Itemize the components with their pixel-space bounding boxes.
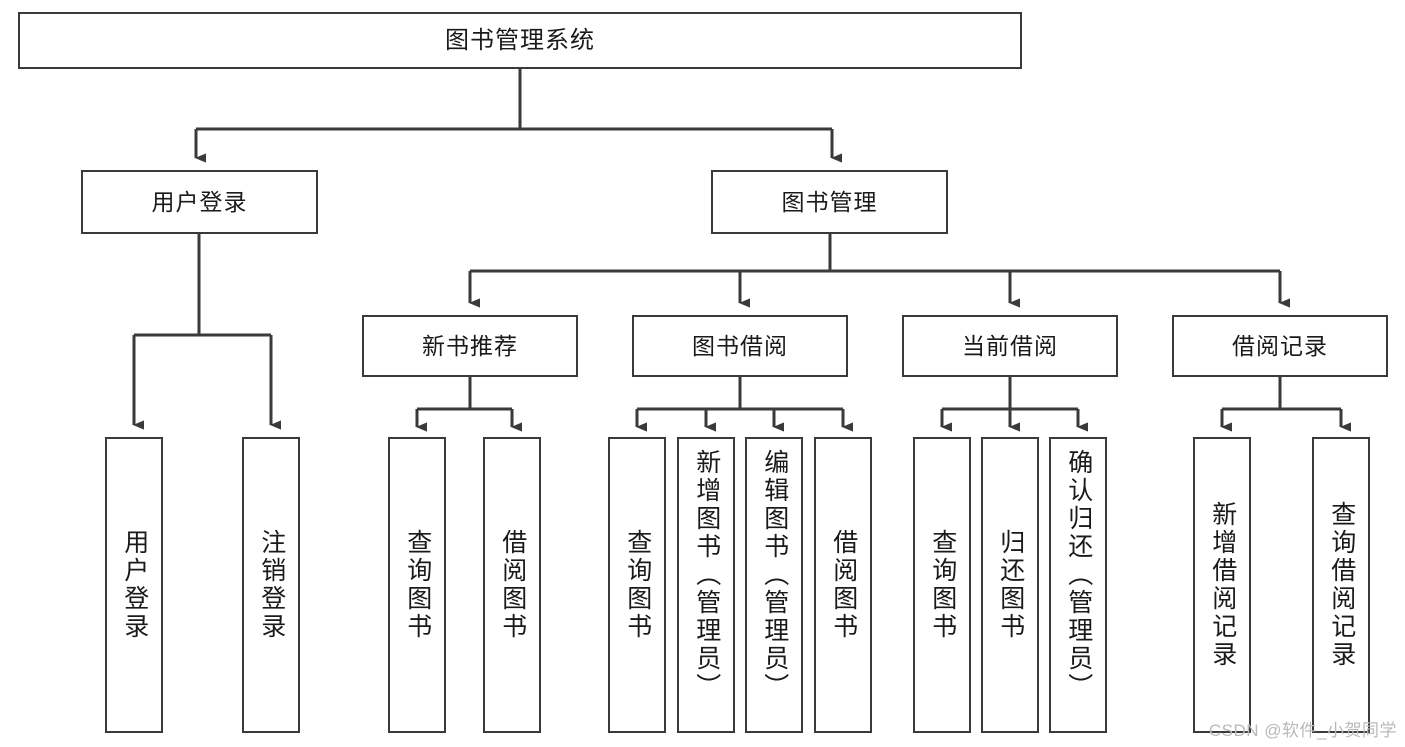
node-label: 查询图书 [403,529,432,641]
node-current-borrow[interactable]: 当前借阅 [902,315,1118,377]
node-label: 确认归还（管理员） [1064,449,1093,701]
leaf-user-logout[interactable]: 注销登录 [242,437,300,733]
node-label: 查询图书 [928,529,957,641]
node-root-book-management-system[interactable]: 图书管理系统 [18,12,1022,69]
node-label: 用户登录 [151,188,248,215]
node-label: 查询图书 [623,529,652,641]
node-label: 查询借阅记录 [1327,501,1356,669]
node-label: 图书管理 [781,188,878,215]
node-label: 借阅图书 [829,529,858,641]
node-label: 当前借阅 [962,332,1058,359]
leaf-borrowrecord-add-record[interactable]: 新增借阅记录 [1193,437,1251,733]
leaf-newbook-search-books[interactable]: 查询图书 [388,437,446,733]
leaf-borrowrecord-search-record[interactable]: 查询借阅记录 [1312,437,1370,733]
leaf-currentborrow-confirm-return-admin[interactable]: 确认归还（管理员） [1049,437,1107,733]
node-label: 归还图书 [996,529,1025,641]
node-borrow-record[interactable]: 借阅记录 [1172,315,1388,377]
node-label: 用户登录 [120,529,149,641]
node-new-book-recommendation[interactable]: 新书推荐 [362,315,578,377]
leaf-user-login[interactable]: 用户登录 [105,437,163,733]
node-label: 借阅记录 [1232,332,1328,359]
leaf-bookborrow-edit-book-admin[interactable]: 编辑图书（管理员） [745,437,803,733]
node-label: 新增借阅记录 [1208,501,1237,669]
leaf-currentborrow-search-books[interactable]: 查询图书 [913,437,971,733]
node-user-login[interactable]: 用户登录 [81,170,318,234]
node-label: 图书借阅 [692,332,788,359]
node-book-management[interactable]: 图书管理 [711,170,948,234]
leaf-newbook-borrow-books[interactable]: 借阅图书 [483,437,541,733]
node-book-borrow[interactable]: 图书借阅 [632,315,848,377]
node-label: 新增图书（管理员） [692,449,721,701]
leaf-bookborrow-add-book-admin[interactable]: 新增图书（管理员） [677,437,735,733]
node-label: 借阅图书 [498,529,527,641]
node-label: 注销登录 [257,529,286,641]
node-label: 图书管理系统 [445,26,595,54]
node-label: 编辑图书（管理员） [760,449,789,701]
node-label: 新书推荐 [422,332,518,359]
leaf-bookborrow-search-books[interactable]: 查询图书 [608,437,666,733]
leaf-bookborrow-borrow-books[interactable]: 借阅图书 [814,437,872,733]
leaf-currentborrow-return-books[interactable]: 归还图书 [981,437,1039,733]
